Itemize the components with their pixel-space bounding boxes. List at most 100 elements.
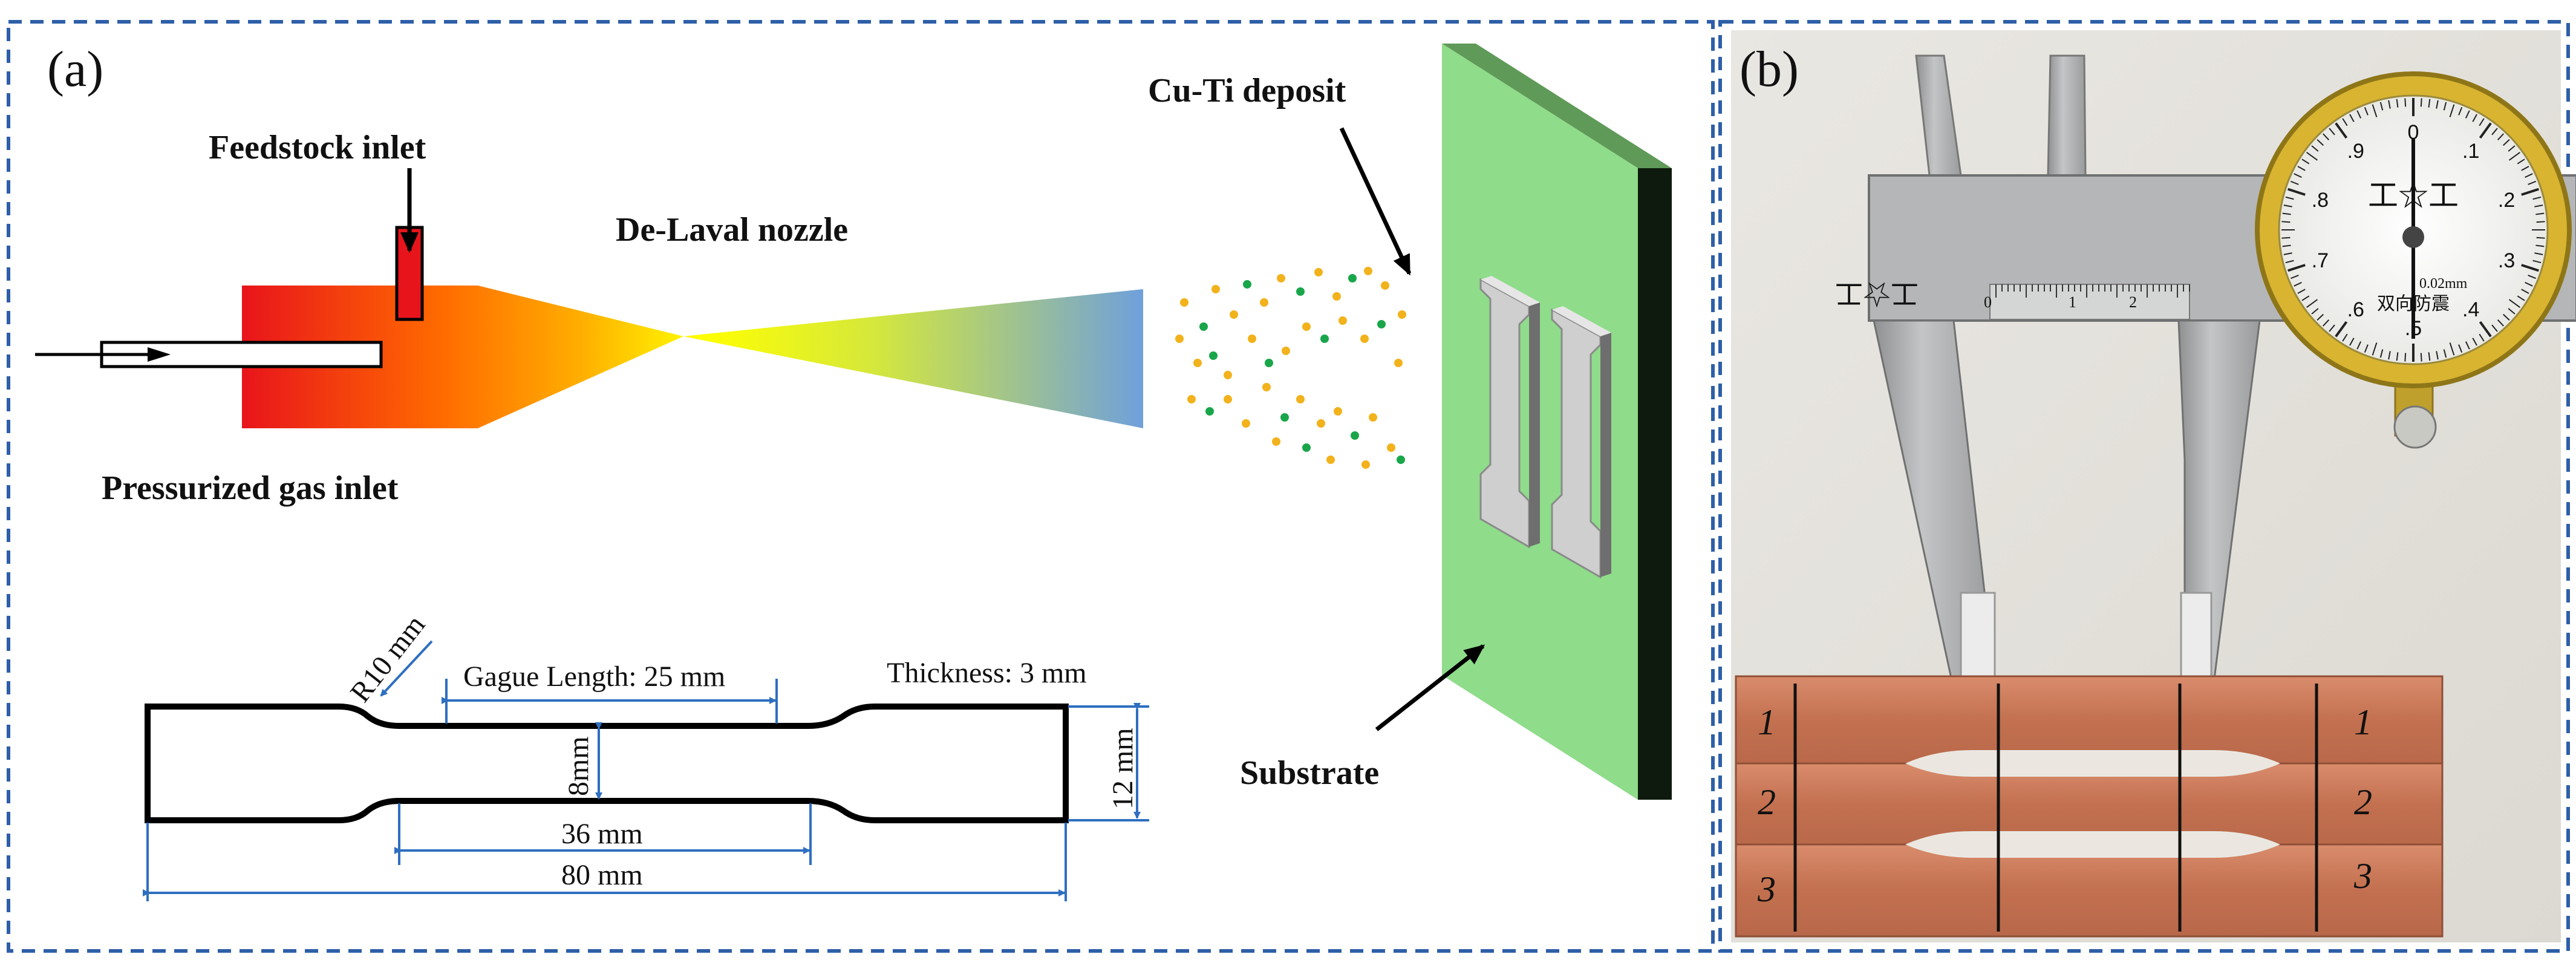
dial-tick <box>2491 128 2498 136</box>
dial-number: .4 <box>2462 298 2479 321</box>
dial-tick <box>2364 344 2369 353</box>
dial-tick <box>2283 252 2292 255</box>
dial-tick <box>2465 341 2470 350</box>
cu-particle <box>1302 322 1311 331</box>
dial-tick <box>2372 104 2378 117</box>
dial-tick <box>2287 188 2306 196</box>
dial-number: .1 <box>2462 140 2479 163</box>
caliper-scale-1: 1 <box>2069 293 2076 311</box>
specimen-number-left-2: 2 <box>1758 782 1776 822</box>
dial-tick <box>2294 281 2302 287</box>
dial-tick <box>2528 180 2537 185</box>
dial-tick <box>2287 264 2306 272</box>
cu-particle <box>1339 316 1347 325</box>
dial-tick <box>2517 158 2525 165</box>
substrate-label: Substrate <box>1240 754 1379 792</box>
dial-tick <box>2458 106 2463 116</box>
ti-particle <box>1199 322 1208 331</box>
cu-particle <box>1398 310 1406 319</box>
dial-tick <box>2525 173 2533 178</box>
dial-number: .9 <box>2347 140 2364 163</box>
dial-tick <box>2508 145 2516 152</box>
dial-tick <box>2379 102 2384 111</box>
de-laval-nozzle-label: De-Laval nozzle <box>616 211 848 249</box>
caliper-sliding-upper-jaw <box>2047 54 2087 177</box>
dial-tick <box>2335 122 2348 139</box>
dial-tick <box>2491 324 2498 332</box>
cu-particle <box>1248 335 1256 343</box>
specimen-number-right-3: 3 <box>2353 856 2372 896</box>
ti-particle <box>1265 359 1273 367</box>
dial-tick <box>2521 289 2529 294</box>
dial-tick <box>2301 295 2310 301</box>
dial-gauge: 0.1.2.3.4.5.6.7.8.9 工☆工 0.02mm 双向防震 <box>2255 71 2572 449</box>
caliper-jaw-tip-left <box>1960 592 1996 685</box>
dial-tick <box>2436 100 2439 109</box>
cu-particle <box>1361 460 1370 469</box>
ti-particle <box>1348 274 1357 282</box>
substrate-plate <box>1442 44 1672 800</box>
cu-particle <box>1224 371 1232 379</box>
dial-number: .7 <box>2312 249 2329 272</box>
cu-particle <box>1364 267 1372 275</box>
ti-particle <box>1377 320 1386 328</box>
dial-tick <box>2317 139 2324 146</box>
dial-tick <box>2356 341 2362 350</box>
caliper-scale <box>1989 284 2190 320</box>
dial-tick <box>2532 260 2542 264</box>
dial-tick <box>2290 275 2299 279</box>
radius-leader <box>380 640 433 697</box>
dial-tick <box>2497 319 2504 327</box>
ti-particle <box>1320 335 1329 343</box>
dial-tick <box>2285 260 2294 264</box>
dial-number: .8 <box>2312 189 2329 212</box>
dial-tick <box>2534 252 2543 255</box>
specimen-number-right-2: 2 <box>2354 782 2372 822</box>
dial-tick <box>2420 353 2422 362</box>
panel-b-frame <box>1718 20 2570 953</box>
dial-tick <box>2281 221 2291 223</box>
de-laval-nozzle <box>242 286 1143 428</box>
dial-tick <box>2428 99 2431 108</box>
caliper-brand: 工☆工 <box>1835 278 1919 309</box>
dial-tick <box>2294 173 2302 178</box>
dial-tick <box>2329 324 2335 332</box>
dial-tick <box>2521 166 2529 171</box>
dial-tick <box>2503 313 2510 321</box>
specimen-gap-2 <box>1905 831 2280 858</box>
specimen-number-right-1: 1 <box>2354 702 2372 742</box>
dial-tick <box>2532 196 2542 200</box>
cu-particle <box>1369 413 1377 422</box>
dial-tick <box>2534 204 2543 207</box>
dial-tick <box>2388 351 2391 360</box>
dial-tick <box>2349 338 2355 346</box>
dial-tick <box>2364 106 2369 116</box>
dial-tick <box>2306 152 2318 161</box>
dial-knob <box>2393 405 2437 449</box>
panel-b-letter: (b) <box>1740 41 1799 97</box>
thickness-label: Thickness: 3 mm <box>887 657 1087 689</box>
dial-tick <box>2503 139 2510 146</box>
dial-tick <box>2297 166 2306 171</box>
dial-tick <box>2317 313 2324 321</box>
dial-number: 0 <box>2408 121 2419 144</box>
cu-particle <box>1272 437 1280 446</box>
dial-tick <box>2472 338 2477 346</box>
dial-tick <box>2443 349 2447 358</box>
dial-tick <box>2508 308 2516 315</box>
cu-ti-deposit-label: Cu-Ti deposit <box>1148 72 1346 109</box>
particle-stream <box>1175 267 1406 469</box>
dial-tick <box>2282 244 2291 247</box>
specimen-drawing: R10 mm Gague Length: 25 mm Thickness: 3 … <box>143 609 1149 901</box>
reduced-section-label: 36 mm <box>561 818 643 850</box>
copper-specimens: 1 2 3 1 2 3 <box>1735 675 2444 938</box>
cu-particle <box>1242 419 1250 428</box>
dial-tick <box>2497 133 2504 140</box>
dial-tick <box>2311 145 2319 152</box>
cu-particle <box>1394 359 1403 367</box>
cu-particle <box>1387 443 1395 452</box>
substrate-arrow <box>1375 644 1485 731</box>
dial-number: .3 <box>2498 249 2515 272</box>
cu-particle <box>1360 335 1369 343</box>
